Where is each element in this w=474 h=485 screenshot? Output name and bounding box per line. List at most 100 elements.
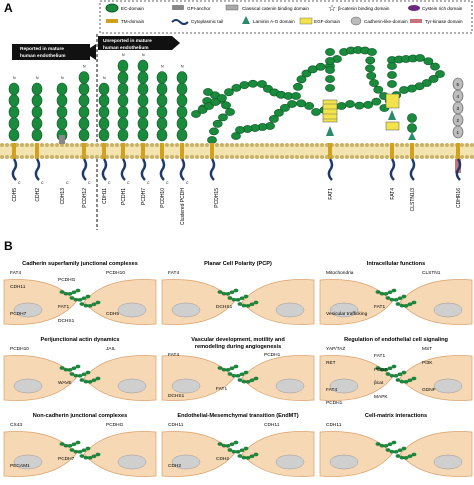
endothelial-cell bbox=[161, 279, 235, 325]
ec-domain bbox=[221, 367, 227, 372]
cell-label: PCDHG bbox=[106, 422, 124, 428]
ec-domain bbox=[31, 117, 43, 130]
ec-domain bbox=[385, 296, 391, 300]
panel-b-cell: Intracellular functionsMitochondriaFAT1C… bbox=[319, 261, 473, 325]
endothelial-cell bbox=[241, 431, 315, 477]
ec-domain bbox=[239, 81, 250, 89]
ec-domain bbox=[365, 56, 376, 65]
lipid-head bbox=[265, 155, 269, 159]
ec-domain bbox=[379, 291, 385, 296]
ec-domain bbox=[137, 71, 149, 84]
ec-domain bbox=[87, 456, 93, 460]
cell-label: PCDH10 bbox=[106, 270, 125, 276]
cell-label: FAT1 bbox=[374, 353, 385, 359]
ec-domain bbox=[239, 296, 245, 301]
cytoplasmic-tail bbox=[327, 158, 334, 181]
laminin-domain bbox=[408, 132, 416, 140]
lipid-head bbox=[5, 155, 9, 159]
tm-domain bbox=[12, 143, 16, 159]
ec-domain bbox=[98, 128, 110, 142]
ec-domain bbox=[69, 296, 75, 300]
ec-domain bbox=[176, 94, 188, 107]
lipid-head bbox=[425, 155, 429, 159]
lipid-head bbox=[385, 143, 389, 147]
ec-domain bbox=[399, 455, 405, 460]
ec-domain bbox=[229, 366, 235, 371]
c-terminus: C bbox=[41, 181, 44, 185]
ec-domain bbox=[387, 62, 397, 70]
lipid-head bbox=[340, 143, 344, 147]
n-terminus: N bbox=[161, 65, 164, 69]
ec-domain bbox=[73, 449, 79, 454]
ec-domain bbox=[81, 372, 87, 377]
lipid-head bbox=[255, 143, 259, 147]
ec-domain bbox=[225, 368, 231, 372]
protein-clstn bbox=[407, 113, 417, 181]
laminin-icon bbox=[242, 16, 250, 24]
ec-domain bbox=[31, 105, 43, 119]
cell-label: CX43 bbox=[10, 422, 22, 428]
lipid-head bbox=[275, 143, 279, 147]
ec-domain bbox=[397, 372, 403, 377]
ec-domain bbox=[98, 105, 110, 119]
protein-fat4 bbox=[385, 62, 400, 181]
ec-domain bbox=[393, 298, 399, 302]
lipid-head bbox=[350, 143, 354, 147]
ec-domain bbox=[401, 370, 407, 375]
ec-domain bbox=[245, 456, 251, 460]
lipid-head bbox=[155, 143, 159, 147]
nucleus bbox=[329, 302, 359, 318]
ec-domain bbox=[63, 291, 69, 296]
cell-label: PDGF bbox=[374, 367, 387, 373]
lipid-head bbox=[30, 155, 34, 159]
ec-domain bbox=[75, 288, 81, 293]
ec-domain bbox=[212, 119, 223, 128]
ec-domain-icon bbox=[105, 3, 119, 13]
ec-domain bbox=[336, 102, 347, 110]
ec-domain bbox=[8, 117, 20, 130]
lipid-head bbox=[25, 143, 29, 147]
cell-label: Mitochondria bbox=[326, 270, 354, 276]
ec-domain bbox=[156, 128, 168, 142]
ec-domain bbox=[369, 79, 379, 87]
ec-domain bbox=[301, 69, 312, 78]
panel-b-cell: Vascular development, motility andremode… bbox=[161, 337, 315, 401]
cell-title: Vascular development, motility and bbox=[191, 337, 285, 343]
ec-domain bbox=[241, 455, 247, 460]
ec-domain bbox=[397, 448, 403, 453]
ec-domain bbox=[423, 57, 434, 66]
tm-domain bbox=[180, 143, 184, 159]
lipid-head bbox=[175, 143, 179, 147]
ec-domain bbox=[176, 128, 188, 142]
ec-domain bbox=[207, 136, 217, 144]
lipid-head bbox=[350, 155, 354, 159]
lipid-head bbox=[195, 155, 199, 159]
ec-domain bbox=[387, 442, 393, 447]
lipid-head bbox=[460, 143, 464, 147]
legend-laminin: Laminin A-G domain bbox=[253, 19, 295, 24]
ec-domain bbox=[8, 94, 20, 107]
ec-domain bbox=[231, 449, 237, 454]
ec-domain bbox=[383, 444, 389, 448]
n-terminus: N bbox=[13, 76, 16, 80]
ec-domain bbox=[354, 101, 365, 110]
lipid-head bbox=[70, 143, 74, 147]
ec-domain bbox=[78, 94, 90, 107]
lipid-head bbox=[440, 143, 444, 147]
ec-domain bbox=[407, 123, 417, 133]
protein-clustered-pcdh: NC bbox=[176, 65, 189, 185]
lipid-head bbox=[55, 143, 59, 147]
ec-domain bbox=[98, 82, 110, 96]
cadherin-like-icon bbox=[350, 16, 362, 26]
cell-title: Perijunctional actin dynamics bbox=[41, 337, 120, 343]
ec-domain bbox=[87, 380, 93, 384]
cell-label: PCDH7 bbox=[58, 456, 75, 462]
ec-domain bbox=[269, 115, 279, 123]
panel-b-cell: Non-cadherin junctional complexesCX43PCD… bbox=[3, 413, 157, 477]
ec-domain bbox=[401, 446, 407, 451]
ec-domain bbox=[391, 288, 397, 293]
ec-domain bbox=[403, 304, 409, 308]
lipid-head bbox=[185, 143, 189, 147]
cell-membrane bbox=[0, 143, 474, 159]
catenin-domain-icon bbox=[225, 4, 239, 11]
